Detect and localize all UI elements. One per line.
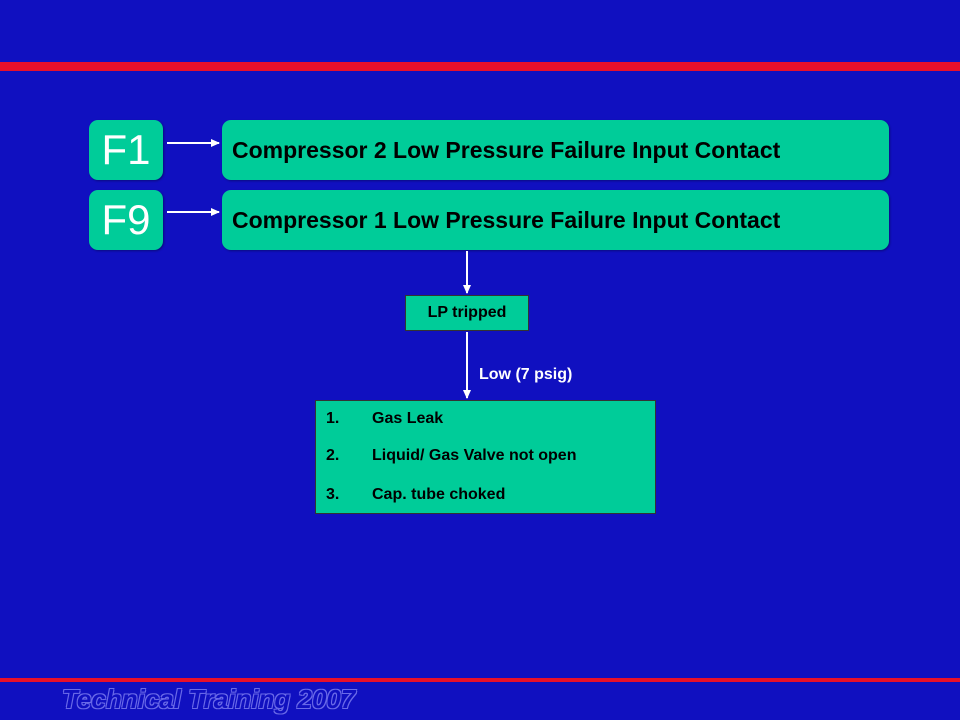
fault-code-f1: F1 xyxy=(89,120,163,180)
cause-item: 3. Cap. tube choked xyxy=(326,486,505,504)
cause-text: Cap. tube choked xyxy=(372,486,506,503)
cause-item: 1. Gas Leak xyxy=(326,410,443,428)
cause-text: Liquid/ Gas Valve not open xyxy=(372,447,577,464)
pressure-threshold-label: Low (7 psig) xyxy=(479,366,573,383)
top-accent-line xyxy=(0,62,960,71)
compressor-2-description-box: Compressor 2 Low Pressure Failure Input … xyxy=(222,120,889,180)
compressor-1-description-box: Compressor 1 Low Pressure Failure Input … xyxy=(222,190,889,250)
cause-text: Gas Leak xyxy=(372,410,444,427)
lp-tripped-box: LP tripped xyxy=(405,295,529,331)
compressor-2-description: Compressor 2 Low Pressure Failure Input … xyxy=(232,137,781,163)
cause-number: 3. xyxy=(326,486,340,503)
fault-code-f9: F9 xyxy=(89,190,163,250)
cause-number: 2. xyxy=(326,447,340,464)
causes-list-box: 1.Gas Leak 2.Liquid/ Gas Valve not open … xyxy=(315,400,656,514)
compressor-1-description: Compressor 1 Low Pressure Failure Input … xyxy=(232,207,781,233)
cause-item: 2. Liquid/ Gas Valve not open xyxy=(326,447,576,465)
footer-watermark: Technical Training 2007 xyxy=(62,684,356,714)
bottom-accent-line xyxy=(0,678,960,682)
cause-number: 1. xyxy=(326,410,340,427)
